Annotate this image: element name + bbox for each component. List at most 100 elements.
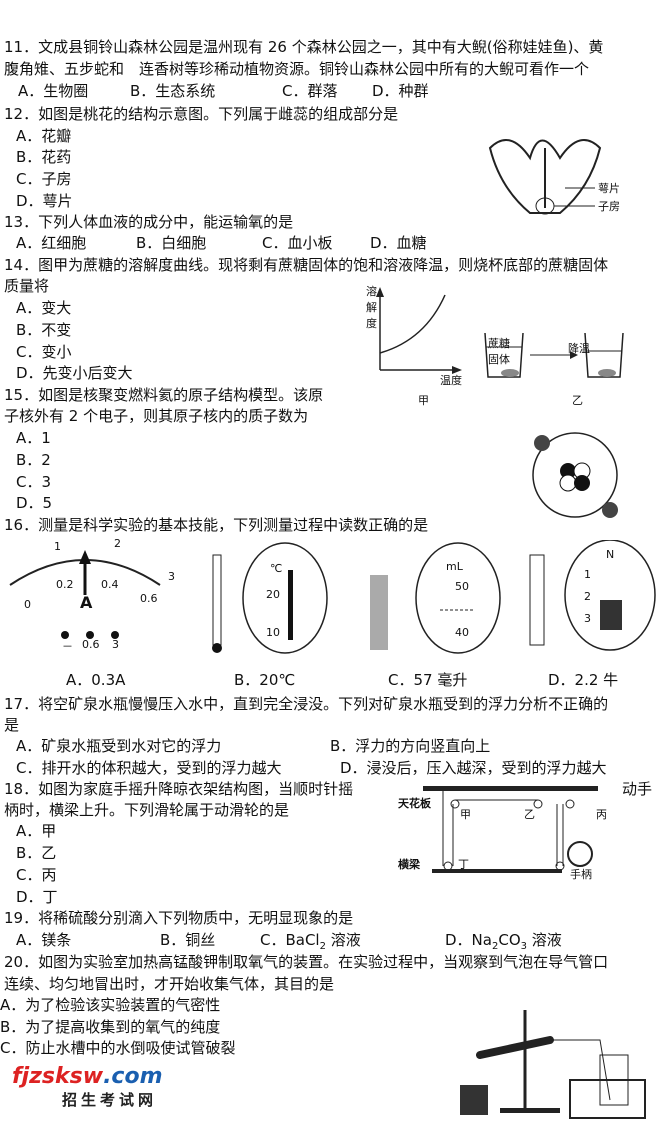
cooling-label: 降温: [568, 342, 590, 355]
q11-option-b: B．生态系统: [130, 82, 216, 100]
q20-option-b: B．为了提高收集到的氧气的纯度: [0, 1018, 221, 1036]
text: 溶液: [325, 931, 361, 949]
therm-unit: ℃: [270, 562, 283, 575]
measurement-instruments: [9, 540, 656, 654]
therm-tick-20: 20: [266, 588, 280, 601]
q17-option-a: A．矿泉水瓶受到水对它的浮力: [16, 737, 222, 755]
q16-option-c: C．57 毫升: [388, 671, 468, 689]
q17-stem-cont: 是: [4, 716, 20, 734]
pulley-ding: 丁: [458, 858, 469, 871]
solubility-curve-and-beakers: [376, 287, 624, 378]
ammeter-label: A: [80, 593, 93, 612]
q14-option-c: C．变小: [16, 343, 72, 361]
q14-stem: 14．图甲为蔗糖的溶解度曲线。现将剩有蔗糖固体的饱和溶液降温，则烧杯底部的蔗糖固…: [4, 256, 609, 274]
pulley-bing: 丙: [596, 808, 607, 821]
q13-option-c: C．血小板: [262, 234, 333, 252]
ammeter-top-tick-1: 1: [54, 540, 61, 553]
text: D．Na: [445, 931, 492, 949]
logo-url-tld: .com: [103, 1064, 163, 1089]
pulley-jia: 甲: [460, 808, 471, 821]
peach-flower-diagram: [488, 139, 602, 215]
q17-stem: 17．将空矿泉水瓶慢慢压入水中，直到完全浸没。下列对矿泉水瓶受到的浮力分析不正确…: [4, 695, 609, 713]
ammeter-bottom-tick-02: 0.2: [56, 578, 74, 591]
sucrose-solid-label: 蔗糖固体: [488, 337, 510, 366]
logo-url: fjzsksw.com: [12, 1064, 163, 1089]
beam-label: 横梁: [398, 858, 420, 871]
q18-stem-cont: 柄时，横梁上升。下列滑轮属于动滑轮的是: [4, 801, 290, 819]
q17-option-c: C．排开水的体积越大，受到的浮力越大: [16, 759, 282, 777]
q19-option-c: C．BaCl2 溶液: [260, 930, 361, 957]
q20-option-c: C．防止水槽中的水倒吸使试管破裂: [0, 1039, 236, 1057]
subscript: 2: [319, 941, 326, 952]
q16-option-d: D．2.2 牛: [548, 671, 619, 689]
q19-option-a: A．镁条: [16, 931, 72, 949]
q13-option-d: D．血糖: [370, 234, 427, 252]
text: C．BaCl: [260, 931, 320, 949]
q15-option-a: A．1: [16, 429, 51, 447]
q11-option-d: D．种群: [372, 82, 429, 100]
q13-stem: 13．下列人体血液的成分中，能运输氧的是: [4, 213, 294, 231]
q15-option-d: D．5: [16, 494, 53, 512]
q15-option-c: C．3: [16, 473, 52, 491]
spring-tick-2: 2: [584, 590, 591, 603]
ammeter-bottom-tick-0: 0: [24, 598, 31, 611]
caption-jia: 甲: [418, 394, 429, 407]
clothes-rack-pulley-diagram: [423, 786, 598, 873]
q18-option-a: A．甲: [16, 822, 57, 840]
q20-option-a: A．为了检验该实验装置的气密性: [0, 996, 221, 1014]
q14-option-d: D．先变小后变大: [16, 364, 133, 382]
spring-unit: N: [606, 548, 615, 561]
ammeter-bottom-tick-04: 0.4: [101, 578, 119, 591]
q19-option-b: B．铜丝: [160, 931, 216, 949]
logo-url-main: fjzsksw: [12, 1064, 104, 1089]
q18-stem-tail: 动手: [622, 780, 653, 798]
q14-option-a: A．变大: [16, 299, 72, 317]
ammeter-top-tick-2: 2: [114, 537, 121, 550]
cyl-tick-40: 40: [455, 626, 469, 639]
pulley-yi: 乙: [524, 808, 535, 821]
q17-option-d: D．浸没后，压入越深，受到的浮力越大: [340, 759, 607, 777]
q11-stem: 11．文成县铜铃山森林公园是温州现有 26 个森林公园之一，其中有大鲵(俗称娃娃…: [4, 38, 604, 56]
q19-option-d: D．Na2CO3 溶液: [445, 930, 562, 957]
ammeter-top-tick-3: 3: [168, 570, 175, 583]
therm-tick-10: 10: [266, 626, 280, 639]
text: 溶液: [527, 931, 562, 949]
q16-option-b: B．20℃: [234, 671, 296, 689]
caption-yi: 乙: [572, 394, 583, 407]
logo-subtitle: 招生考试网: [62, 1091, 158, 1109]
q15-stem-cont: 子核外有 2 个电子，则其原子核内的质子数为: [4, 407, 309, 425]
q15-stem: 15．如图是核聚变燃料氦的原子结构模型。该原: [4, 386, 324, 404]
q16-option-a: A．0.3A: [66, 671, 126, 689]
q20-stem: 20．如图为实验室加热高锰酸钾制取氧气的装置。在实验过程中，当观察到气泡在导气管…: [4, 953, 609, 971]
x-axis-label: 温度: [440, 374, 462, 387]
y-axis-label: 溶解度: [366, 285, 377, 330]
terminal-3: 3: [112, 638, 119, 651]
oxygen-apparatus-diagram: [460, 1010, 646, 1119]
q18-option-c: C．丙: [16, 866, 57, 884]
spring-tick-3: 3: [584, 612, 591, 625]
label-ovary: 子房: [598, 200, 620, 213]
q14-option-b: B．不变: [16, 321, 72, 339]
q11-stem-cont: 腹角雉、五步蛇和 连香树等珍稀动植物资源。铜铃山森林公园中所有的大鲵可看作一个: [4, 60, 590, 78]
handle-label: 手柄: [570, 868, 592, 881]
q18-stem: 18．如图为家庭手摇升降晾衣架结构图，当顺时针摇: [4, 780, 354, 798]
q18-option-b: B．乙: [16, 844, 57, 862]
q12-option-b: B．花药: [16, 148, 72, 166]
q12-option-a: A．花瓣: [16, 127, 72, 145]
subscript: 3: [520, 941, 527, 952]
q18-option-d: D．丁: [16, 888, 58, 906]
text: CO: [498, 931, 521, 949]
q14-stem-cont: 质量将: [4, 277, 50, 295]
site-logo: fjzsksw.com 招生考试网: [12, 1064, 163, 1110]
ammeter-bottom-tick-06: 0.6: [140, 592, 158, 605]
q13-option-a: A．红细胞: [16, 234, 87, 252]
subscript: 2: [491, 941, 499, 952]
q16-stem: 16．测量是科学实验的基本技能，下列测量过程中读数正确的是: [4, 516, 429, 534]
q13-option-b: B．白细胞: [136, 234, 207, 252]
q15-option-b: B．2: [16, 451, 51, 469]
q12-option-d: D．萼片: [16, 192, 73, 210]
q11-option-a: A．生物圈: [18, 82, 89, 100]
helium-atom-model: [532, 432, 618, 518]
cyl-tick-50: 50: [455, 580, 469, 593]
